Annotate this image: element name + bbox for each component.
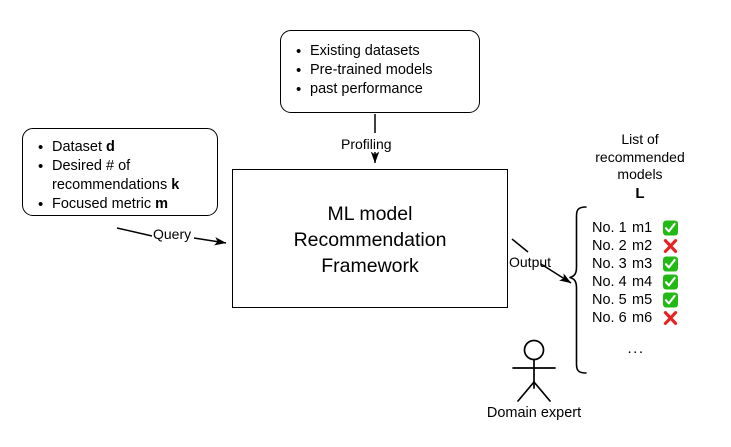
list-item-text: Desired # of recommendations [52, 158, 168, 193]
check-icon [660, 220, 680, 237]
table-row: No. 4 m4 [592, 273, 680, 291]
table-row: No. 5 m5 [592, 291, 680, 309]
output-list-ellipsis: ... [627, 340, 645, 357]
framework-title-line-3: Framework [321, 255, 419, 277]
row-model: m1 [632, 220, 653, 236]
list-item: Dataset d [36, 138, 217, 157]
recommended-models-list: No. 1 m1 No. 2 m2 No. 3 m3 [592, 219, 680, 327]
row-rank: No. 2 [592, 238, 627, 254]
table-row: No. 1 m1 [592, 219, 680, 237]
domain-expert-figure [512, 339, 556, 402]
output-list-symbol: L [635, 185, 645, 202]
actor-label: Domain expert [486, 405, 582, 421]
edge-label-profiling: Profiling [340, 136, 393, 152]
list-item: Desired # of recommendations k [36, 157, 217, 195]
framework-title-line-1: ML model [327, 203, 413, 225]
knowledge-sources-box: Existing datasets Pre-trained models pas… [280, 30, 480, 113]
output-list-heading: List of recommended models [595, 131, 685, 182]
ml-recommendation-framework-box: ML model Recommendation Framework [232, 169, 508, 308]
cross-icon [660, 310, 680, 327]
row-rank: No. 1 [592, 220, 627, 236]
table-row: No. 3 m3 [592, 255, 680, 273]
framework-title: ML model Recommendation Framework [233, 201, 507, 279]
check-icon [660, 292, 680, 309]
row-rank: No. 6 [592, 310, 627, 326]
row-rank: No. 5 [592, 292, 627, 308]
user-query-inputs-list: Dataset d Desired # of recommendations k… [36, 138, 217, 214]
edge-label-output: Output [508, 254, 553, 270]
list-item: Focused metric m [36, 195, 217, 214]
list-item: past performance [294, 80, 479, 99]
row-rank: No. 4 [592, 274, 627, 290]
check-icon [660, 256, 680, 273]
list-item: Existing datasets [294, 42, 479, 61]
row-model: m6 [632, 310, 653, 326]
symbol-d: d [106, 139, 115, 155]
list-brace [569, 206, 587, 374]
table-row: No. 2 m2 [592, 237, 680, 255]
symbol-k: k [171, 177, 180, 193]
list-item-text: Dataset [52, 139, 106, 155]
symbol-m: m [155, 196, 169, 212]
edge-label-query: Query [152, 226, 193, 242]
cross-icon [660, 238, 680, 255]
row-rank: No. 3 [592, 256, 627, 272]
row-model: m5 [632, 292, 653, 308]
table-row: No. 6 m6 [592, 309, 680, 327]
row-model: m4 [632, 274, 653, 290]
list-item: Pre-trained models [294, 61, 479, 80]
row-model: m2 [632, 238, 653, 254]
knowledge-sources-list: Existing datasets Pre-trained models pas… [294, 42, 479, 99]
framework-title-line-2: Recommendation [293, 229, 447, 251]
user-query-inputs-box: Dataset d Desired # of recommendations k… [22, 128, 218, 216]
check-icon [660, 274, 680, 291]
list-item-text: Focused metric [52, 196, 156, 212]
row-model: m3 [632, 256, 653, 272]
